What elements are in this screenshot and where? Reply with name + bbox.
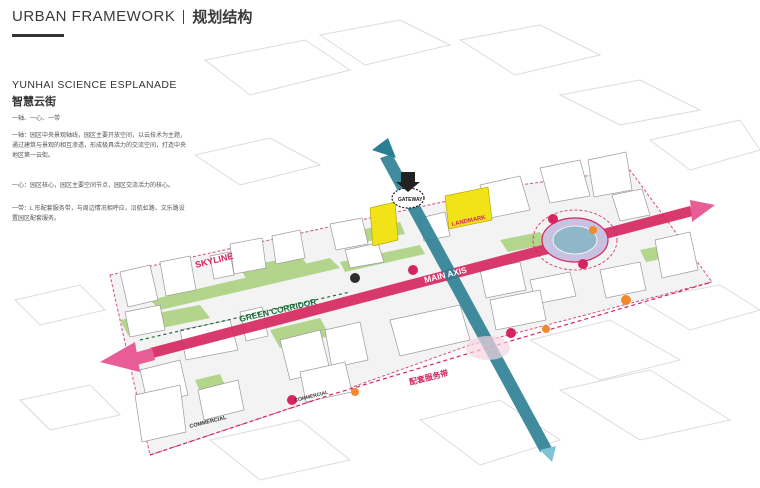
service-belt-node <box>466 336 510 360</box>
label-gateway: GATEWAY <box>398 197 423 203</box>
label-service-belt: 配套服务带 <box>408 368 449 387</box>
